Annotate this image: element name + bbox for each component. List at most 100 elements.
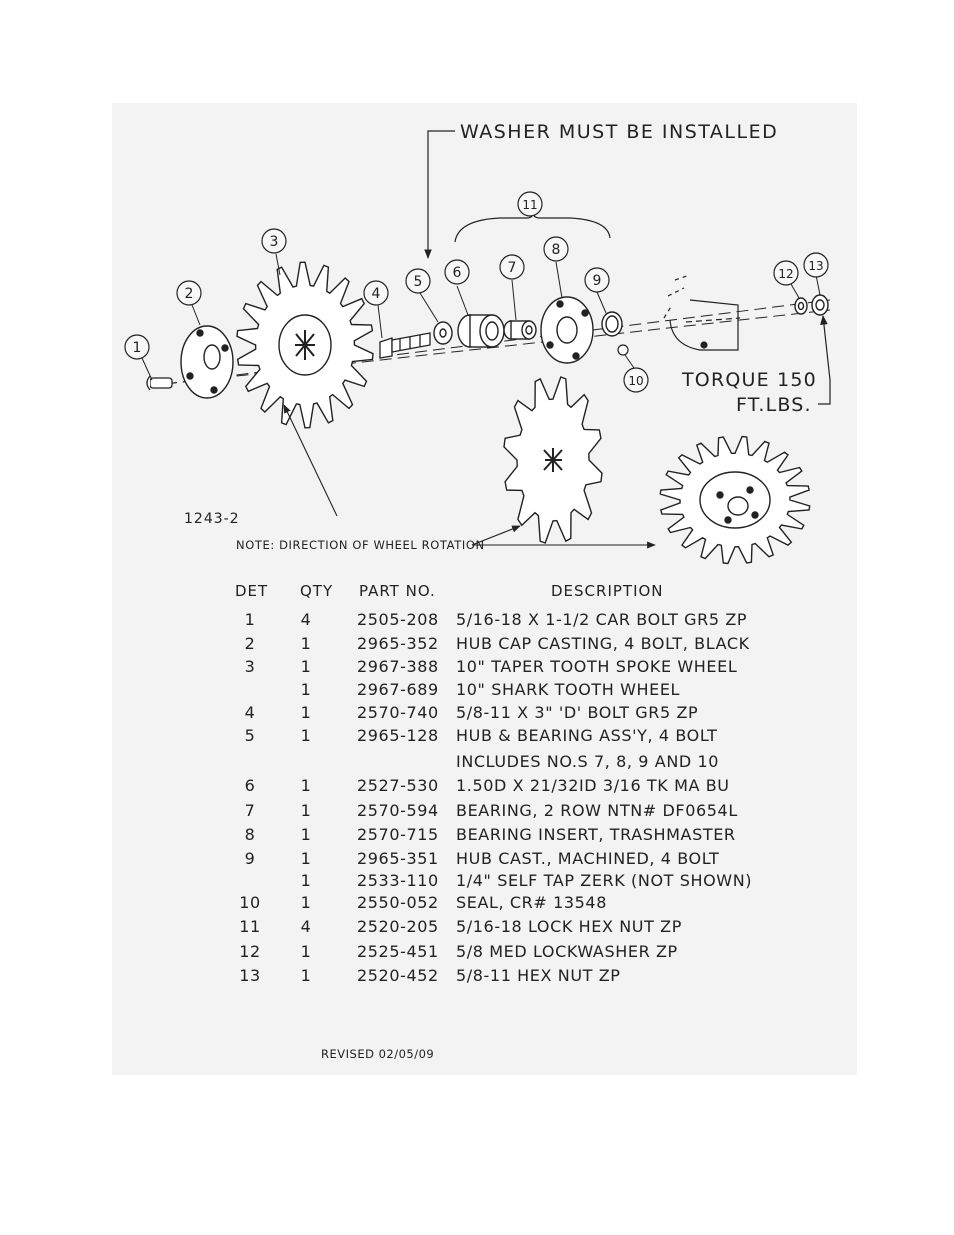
part-shark-tooth-wheel-side (503, 376, 603, 544)
cell-det: 11 (239, 917, 261, 936)
part-hub-cap (180, 325, 234, 399)
cell-part: 2570-740 (357, 703, 439, 722)
mounting-arm (663, 274, 741, 351)
cell-qty: 1 (300, 801, 312, 820)
cell-part: 2570-594 (357, 801, 439, 820)
cell-qty: 1 (300, 703, 312, 722)
cell-qty: 4 (300, 917, 312, 936)
part-carriage-bolt (146, 375, 173, 391)
cell-desc: 5/16-18 LOCK HEX NUT ZP (456, 917, 682, 936)
cell-qty: 1 (300, 680, 312, 699)
cell-desc: BEARING INSERT, TRASHMASTER (456, 825, 736, 844)
cell-part: 2967-388 (357, 657, 439, 676)
cell-qty: 4 (300, 610, 312, 629)
torque-text-line1: TORQUE 150 (681, 369, 817, 391)
callout-leaders (141, 253, 821, 381)
cell-desc: HUB CAP CASTING, 4 BOLT, BLACK (456, 634, 750, 653)
cell-det: 7 (244, 801, 256, 820)
part-shark-tooth-wheel-front (659, 435, 811, 565)
header-desc: DESCRIPTION (551, 582, 664, 600)
cell-qty: 1 (300, 634, 312, 653)
cell-desc: 5/8-11 HEX NUT ZP (456, 966, 621, 985)
callout-circle (543, 236, 569, 262)
part-bearing (457, 314, 505, 348)
part-d-bolt (379, 332, 431, 359)
cell-det: 6 (244, 776, 256, 795)
drawing-sheet (112, 103, 857, 1075)
callout-circle (124, 334, 150, 360)
part-hub-casting (540, 296, 594, 364)
cell-part: 2520-205 (357, 917, 439, 936)
rotation-note-text: NOTE: DIRECTION OF WHEEL ROTATION (236, 538, 485, 552)
cell-det: 1 (244, 610, 256, 629)
cell-det: 3 (244, 657, 256, 676)
cell-part: 2533-110 (357, 871, 439, 890)
callout-number: 7 (508, 260, 517, 276)
torque-leader (818, 315, 831, 405)
cell-part: 2967-689 (357, 680, 439, 699)
callout-number: 3 (270, 234, 279, 250)
cell-part: 2550-052 (357, 893, 439, 912)
part-washer (433, 321, 453, 345)
item-5-brace (454, 211, 611, 243)
cell-desc: 10" SHARK TOOTH WHEEL (456, 680, 681, 699)
cell-part: 2965-351 (357, 849, 439, 868)
rotation-note-leaders (283, 404, 656, 549)
part-lock-nut (617, 344, 629, 356)
callout-number: 11 (522, 198, 537, 212)
cell-desc: SEAL, CR# 13548 (456, 893, 607, 912)
washer-note-text: WASHER MUST BE INSTALLED (460, 121, 778, 143)
cell-desc: HUB CAST., MACHINED, 4 BOLT (456, 849, 720, 868)
header-part: PART NO. (359, 582, 436, 600)
cell-desc: INCLUDES NO.S 7, 8, 9 AND 10 (456, 752, 720, 771)
callout-number: 1 (133, 340, 142, 356)
cell-desc: 10" TAPER TOOTH SPOKE WHEEL (456, 657, 738, 676)
callout-number: 13 (808, 259, 823, 273)
cell-part: 2570-715 (357, 825, 439, 844)
cell-det: 13 (239, 966, 261, 985)
callout-circle (499, 254, 525, 280)
header-qty: QTY (300, 582, 334, 600)
cell-det: 8 (244, 825, 256, 844)
cell-qty: 1 (300, 942, 312, 961)
cell-qty: 1 (300, 893, 312, 912)
cell-part: 2527-530 (357, 776, 439, 795)
cell-desc: 1/4" SELF TAP ZERK (NOT SHOWN) (456, 871, 753, 890)
cell-det: 4 (244, 703, 256, 722)
callout-circle (363, 280, 389, 306)
part-bearing-insert (503, 320, 537, 340)
cell-qty: 1 (300, 849, 312, 868)
cell-desc: HUB & BEARING ASS'Y, 4 BOLT (456, 726, 718, 745)
callout-number: 2 (185, 286, 194, 302)
torque-text-line2: FT.LBS. (736, 394, 812, 416)
revision-date: REVISED 02/05/09 (321, 1047, 435, 1061)
callout-number: 6 (453, 265, 462, 281)
header-det: DET (235, 582, 269, 600)
cell-part: 2965-128 (357, 726, 439, 745)
callout-circle (803, 252, 829, 278)
cell-desc: 5/8-11 X 3" 'D' BOLT GR5 ZP (456, 703, 699, 722)
cell-qty: 1 (300, 966, 312, 985)
cell-part: 2505-208 (357, 610, 439, 629)
callout-number: 4 (372, 286, 381, 302)
cell-qty: 1 (300, 871, 312, 890)
washer-note-leader (424, 130, 455, 259)
cell-desc: BEARING, 2 ROW NTN# DF0654L (456, 801, 738, 820)
callout-number: 8 (552, 242, 561, 258)
cell-det: 12 (239, 942, 261, 961)
part-lockwasher (794, 297, 808, 315)
cell-part: 2520-452 (357, 966, 439, 985)
callout-circle (444, 259, 470, 285)
cell-det: 9 (244, 849, 256, 868)
cell-det: 10 (239, 893, 261, 912)
part-hex-nut (811, 294, 829, 316)
cell-det: 5 (244, 726, 256, 745)
cell-part: 2965-352 (357, 634, 439, 653)
cell-desc: 1.50D X 21/32ID 3/16 TK MA BU (456, 776, 730, 795)
callout-number: 9 (593, 273, 602, 289)
cell-qty: 1 (300, 726, 312, 745)
callout-circle (584, 267, 610, 293)
cell-part: 2525-451 (357, 942, 439, 961)
